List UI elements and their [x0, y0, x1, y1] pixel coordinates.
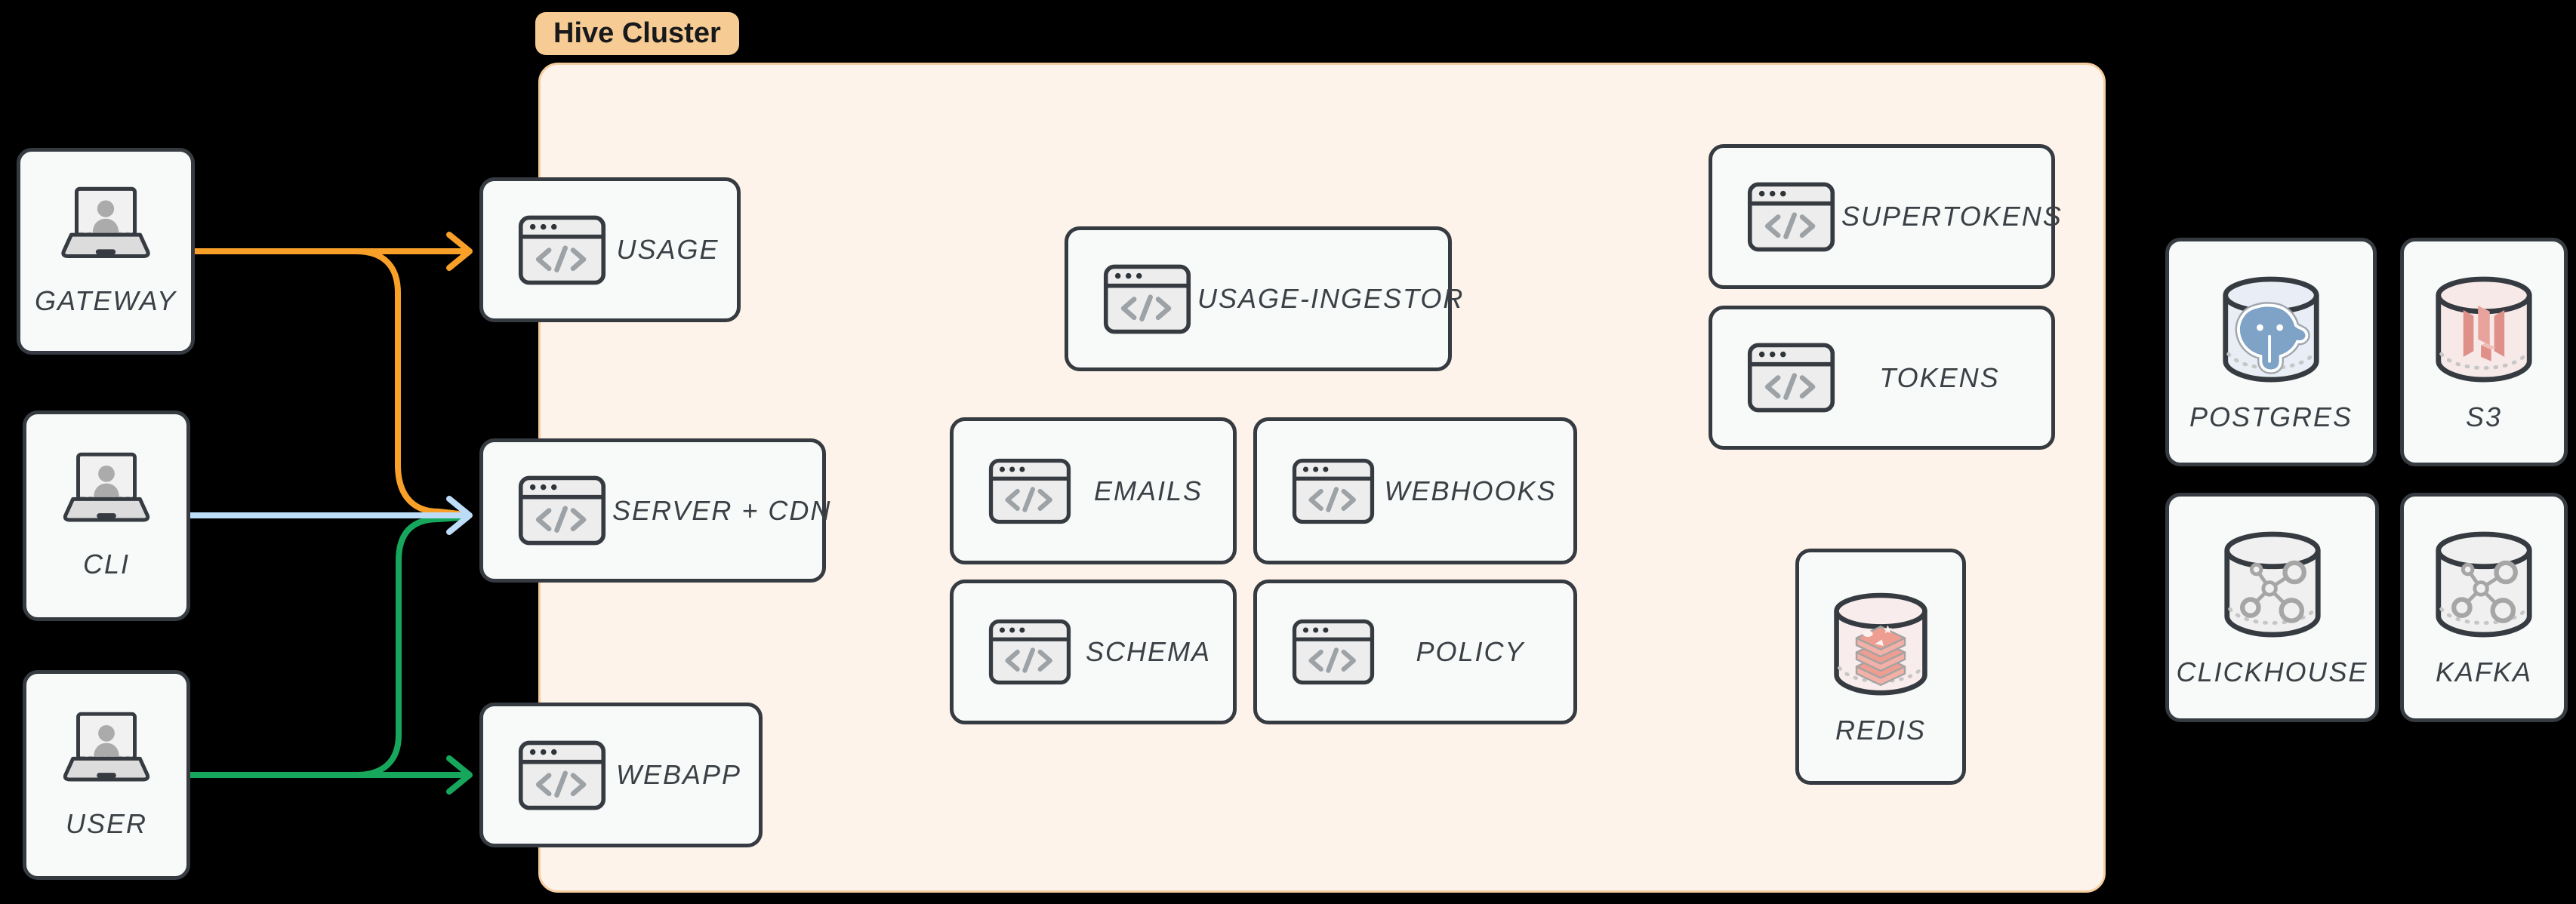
edge-user-webapp — [187, 755, 473, 795]
node-gateway[interactable]: GATEWAY — [17, 148, 195, 355]
postgres-cylinder-icon — [2220, 272, 2322, 389]
node-server-cdn[interactable]: SERVER + CDN — [479, 438, 830, 583]
node-label: EMAILS — [1093, 475, 1203, 506]
node-cli[interactable]: CLI — [23, 410, 190, 621]
node-label: SCHEMA — [1085, 636, 1212, 667]
node-label: KAFKA — [2435, 656, 2533, 687]
node-label: USAGE-INGESTOR — [1197, 283, 1465, 314]
node-label: SERVER + CDN — [612, 494, 832, 526]
code-window-icon — [1747, 181, 1835, 253]
edge-gateway-servercdn — [353, 248, 462, 517]
code-window-icon — [518, 475, 606, 546]
node-tokens[interactable]: TOKENS — [1709, 306, 2055, 450]
node-label: GATEWAY — [34, 285, 177, 316]
node-label: TOKENS — [1879, 361, 2000, 393]
node-label: S3 — [2465, 401, 2503, 432]
node-label: CLICKHOUSE — [2176, 656, 2368, 687]
redis-cylinder-icon — [1831, 588, 1930, 703]
node-label: USAGE — [616, 234, 719, 265]
cluster-title-pill: Hive Cluster — [535, 12, 739, 55]
node-policy[interactable]: POLICY — [1253, 580, 1577, 724]
edge-user-servercdn — [353, 515, 462, 778]
s3-cylinder-icon — [2433, 272, 2535, 389]
node-label: CLI — [82, 549, 131, 580]
code-window-icon — [518, 739, 606, 811]
node-usage-ingestor[interactable]: USAGE-INGESTOR — [1065, 226, 1462, 371]
edge-gateway-usage — [191, 232, 473, 271]
node-label: REDIS — [1835, 714, 1927, 746]
code-window-icon — [1292, 618, 1375, 686]
node-label: WEBHOOKS — [1384, 475, 1557, 506]
node-user[interactable]: USER — [23, 670, 190, 880]
node-webapp[interactable]: WEBAPP — [479, 703, 763, 847]
code-window-icon — [1747, 342, 1835, 414]
node-emails[interactable]: EMAILS — [950, 417, 1237, 564]
node-label: WEBAPP — [615, 759, 742, 790]
laptop-user-icon — [48, 186, 163, 269]
node-label: USER — [65, 807, 148, 839]
node-usage[interactable]: USAGE — [479, 177, 741, 322]
laptop-user-icon — [51, 451, 162, 532]
molecule-cylinder-icon — [2433, 527, 2535, 644]
node-postgres[interactable]: POSTGRES — [2165, 238, 2377, 466]
node-label: POSTGRES — [2189, 401, 2353, 432]
edge-cli-servercdn — [187, 496, 473, 535]
node-redis[interactable]: REDIS — [1795, 549, 1966, 785]
molecule-cylinder-icon — [2221, 527, 2324, 644]
node-label: SUPERTOKENS — [1841, 201, 2063, 232]
node-supertokens[interactable]: SUPERTOKENS — [1709, 144, 2061, 289]
node-clickhouse[interactable]: CLICKHOUSE — [2165, 493, 2379, 722]
node-s3[interactable]: S3 — [2400, 238, 2568, 466]
laptop-user-icon — [51, 711, 162, 792]
code-window-icon — [988, 618, 1071, 686]
code-window-icon — [1103, 263, 1191, 335]
code-window-icon — [988, 457, 1071, 525]
node-webhooks[interactable]: WEBHOOKS — [1253, 417, 1577, 564]
code-window-icon — [518, 214, 606, 286]
node-label: POLICY — [1416, 636, 1525, 667]
node-schema[interactable]: SCHEMA — [950, 580, 1237, 724]
node-kafka[interactable]: KAFKA — [2400, 493, 2568, 722]
code-window-icon — [1292, 457, 1375, 525]
